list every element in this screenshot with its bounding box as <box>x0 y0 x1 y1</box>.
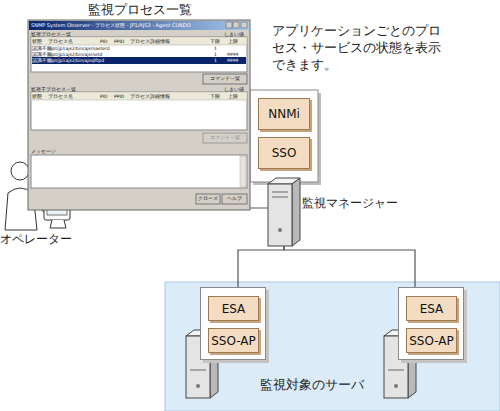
node-text: 監視対象のサーバ <box>260 377 364 393</box>
column-header: プロセス名 <box>48 94 73 99</box>
node-text: ESA <box>222 302 246 316</box>
column-header: 下限 <box>210 39 220 44</box>
software-box: ESA <box>406 296 457 321</box>
scroll-bar <box>240 156 246 187</box>
title-bar <box>29 21 249 30</box>
software-box: ESA <box>208 296 259 321</box>
node-text: 監視マネージャー <box>302 196 398 210</box>
table-cell: 9999 <box>227 52 238 57</box>
table-cell: 1 <box>214 46 217 51</box>
button-label: ヘルプ <box>222 196 247 201</box>
target-server: ESA SSO-AP <box>398 287 464 360</box>
person-head <box>11 162 29 180</box>
table-cell: 1 <box>214 52 217 57</box>
network-line <box>238 246 284 287</box>
child-process-table <box>31 92 247 130</box>
column-header: プロセス詳細情報 <box>130 39 170 44</box>
table-header <box>31 92 247 100</box>
button-label: コマンド一覧 <box>203 76 247 81</box>
power-button <box>278 228 282 232</box>
column-header: PPID <box>114 94 124 99</box>
section-title: 監視プロセス一覧 <box>31 31 71 37</box>
window-title: SNMP System Observer - プロセス状態 - JP1/AJS3… <box>31 22 191 28</box>
window-button <box>241 22 247 28</box>
window-button <box>233 22 239 28</box>
column-header: 状態 <box>32 94 42 99</box>
node-text: NNMi <box>268 107 300 121</box>
node-text: SSO-AP <box>211 334 256 348</box>
column-header: 上限 <box>228 94 238 99</box>
process-table <box>31 37 247 72</box>
section-title: 監視子プロセス一覧 <box>31 86 76 92</box>
section-title: しきい値 <box>224 86 244 92</box>
column-header: プロセス名 <box>48 39 73 44</box>
software-box: NNMi <box>258 98 310 130</box>
software-box: SSO-AP <box>208 328 259 353</box>
monitor-stand <box>50 220 66 228</box>
software-box: SSO <box>258 137 310 169</box>
screen-window: 監視プロセス一覧 SNMP System Observer - プロセス状態 - … <box>28 20 250 210</box>
power-button <box>394 384 398 388</box>
table-cell: 9999 <box>227 58 238 63</box>
push-button <box>222 194 247 204</box>
table-cell: /opt/jp1ajs2/bin/ajsmasterd <box>48 46 110 51</box>
drive-slot <box>190 370 206 371</box>
selected-row <box>32 57 246 64</box>
table-cell: /opt/jp1ajs2/bin/ajsqlftpd <box>48 58 104 63</box>
column-header: PID <box>100 94 108 99</box>
column-header: 上限 <box>228 39 238 44</box>
column-header: プロセス詳細情報 <box>130 94 170 99</box>
server-tower <box>268 178 300 246</box>
drive-slot <box>272 192 288 193</box>
software-box: SSO-AP <box>406 328 457 353</box>
node-text: 監視プロセス一覧 <box>88 2 192 17</box>
section-title: しきい値 <box>224 31 244 37</box>
window-button <box>226 22 232 28</box>
software-container <box>250 90 318 182</box>
column-header: 状態 <box>32 39 42 44</box>
drive-slot <box>272 197 288 198</box>
server-group-band: 監視対象のサーバ ESA SSO-AP ESA SSO-AP <box>165 282 500 411</box>
manager-server: 監視マネージャー NNMiSSO <box>268 90 400 246</box>
table-cell: 1 <box>214 58 217 63</box>
column-header: PID <box>100 39 108 44</box>
node-text: SSO-AP <box>409 334 454 348</box>
column-header: 下限 <box>210 94 220 99</box>
network-line <box>284 246 415 287</box>
node-text: オペレーター <box>0 233 72 247</box>
push-button <box>203 133 247 143</box>
table-cell: /opt/jp1ajs2/bin/ajsinetd <box>48 52 102 57</box>
message-box <box>31 155 247 188</box>
button-label: コマンド一覧 <box>203 135 247 140</box>
push-button <box>196 194 220 204</box>
column-header: PPID <box>114 39 124 44</box>
node-text: SSO <box>272 146 297 160</box>
tower-side <box>292 178 300 246</box>
drive-slot <box>388 370 404 371</box>
table-header <box>31 37 247 45</box>
section-title: メッセージ <box>31 148 56 154</box>
tower-front <box>268 184 292 246</box>
note-text: アプリケーションごとのプロセス・サービスの状態を表示できます。 <box>272 22 444 73</box>
push-button <box>203 74 247 84</box>
node-text: ESA <box>420 302 444 316</box>
window-frame <box>28 20 250 210</box>
power-button <box>196 384 200 388</box>
button-label: クローズ <box>196 196 220 201</box>
operator: オペレーター <box>0 155 72 248</box>
band-fill <box>165 282 500 411</box>
target-server: ESA SSO-AP <box>200 287 266 360</box>
